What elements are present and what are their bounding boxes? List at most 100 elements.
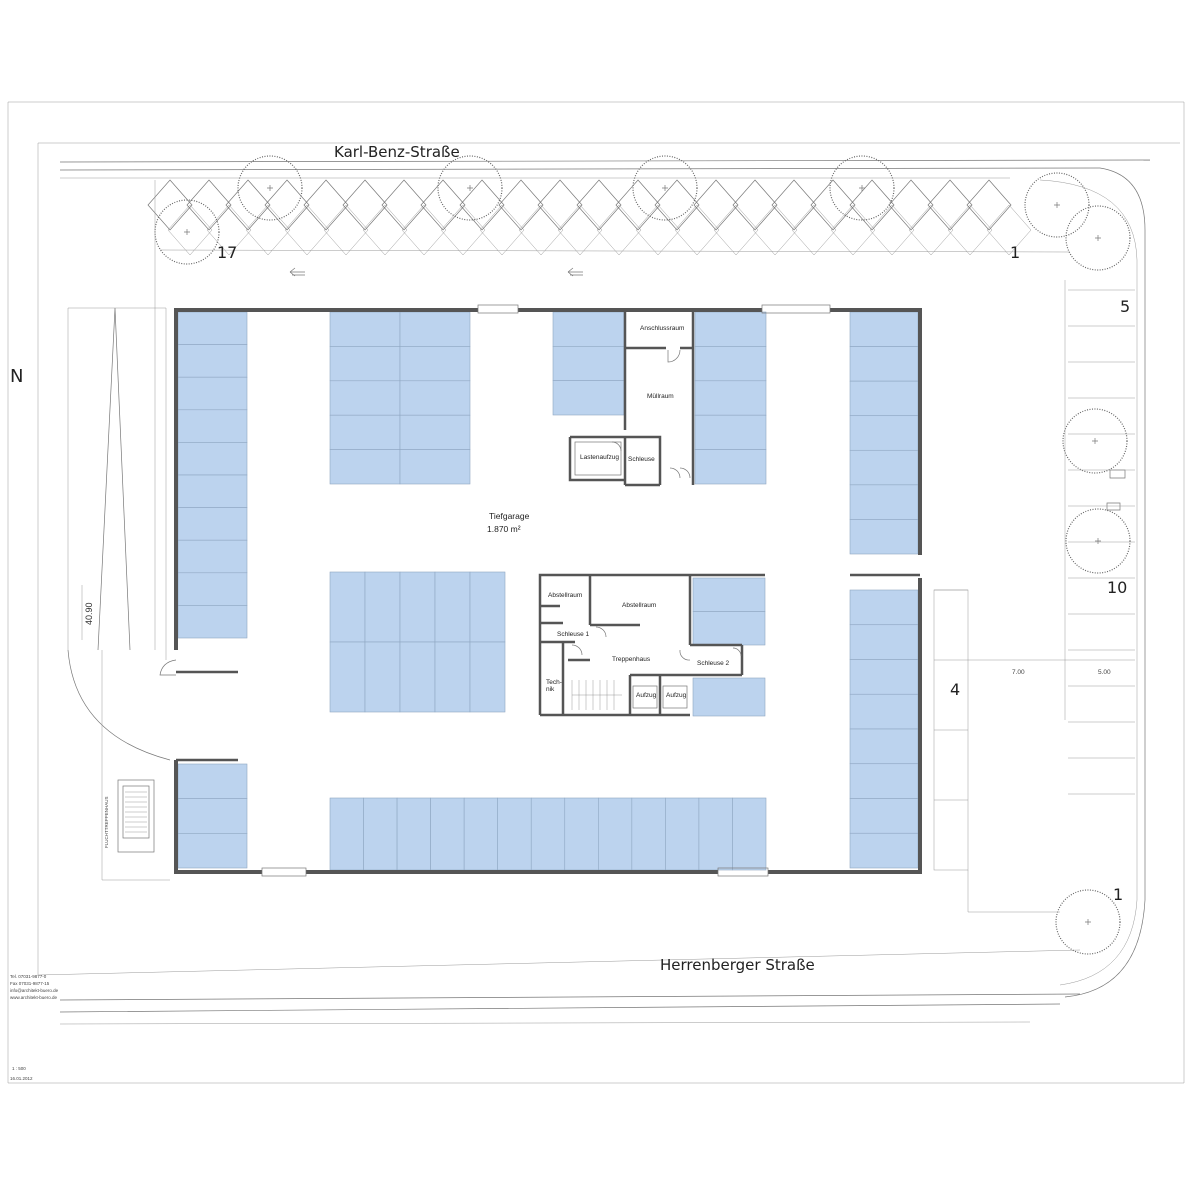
garage-wall-nw [174, 308, 478, 650]
tree-center-mark [1092, 438, 1098, 444]
dimension-label: 40.90 [84, 602, 94, 625]
parking-stall [849, 624, 919, 660]
parking-number: 5 [1120, 297, 1130, 316]
parking-stall [849, 449, 919, 486]
parking-stall [399, 380, 471, 416]
diagonal-stall [225, 179, 271, 231]
east-curve-inner [1039, 179, 1138, 986]
trees [154, 155, 1131, 955]
footer-line: 16.01.2012 [10, 1076, 33, 1081]
parking-stall [849, 311, 919, 347]
street-name-north: Karl-Benz-Straße [334, 143, 460, 161]
parking-stall [849, 798, 919, 834]
diagonal-stall [947, 204, 993, 256]
south-street-line-3 [59, 1021, 1031, 1025]
parking-stall [399, 414, 471, 450]
parking-number: 4 [950, 680, 960, 699]
parking-stall [849, 832, 919, 869]
tree-center-mark [1054, 202, 1060, 208]
treppenhaus-steps [571, 680, 622, 710]
room-label: nik [546, 686, 555, 693]
diagonal-stall [479, 204, 525, 256]
room-label: Müllraum [647, 393, 674, 400]
tree-icon [1062, 408, 1128, 474]
tree-icon [1024, 172, 1090, 238]
parking-stall [849, 346, 919, 382]
tree-icon [1065, 205, 1131, 271]
tree-center-mark [184, 229, 190, 235]
door-swing [611, 441, 622, 452]
south-street-line-2 [59, 1003, 1061, 1013]
diagonal-stall [810, 179, 856, 231]
lane-arrow-icon [1109, 469, 1126, 479]
opening-south-2 [717, 867, 769, 877]
room-label: Aufzug [666, 692, 687, 699]
diagonal-stall [420, 179, 466, 231]
diagonal-stall [167, 204, 213, 256]
dimension-label: 7.00 [1012, 669, 1025, 676]
footer-line: info@architekt-buero.de [10, 988, 59, 993]
door-swing [571, 644, 583, 656]
diagonal-stall [713, 204, 759, 256]
tree-center-mark [1095, 538, 1101, 544]
parking-stall [177, 539, 248, 574]
diagonal-stall [303, 179, 349, 231]
room-label: Abstellraum [622, 602, 656, 609]
tree-center-mark [1085, 919, 1091, 925]
parking-stall [329, 346, 401, 382]
parking-stall [399, 571, 436, 643]
parking-stall [849, 519, 919, 555]
parking-stall [434, 571, 471, 643]
room-label: Tech- [546, 679, 562, 686]
diagonal-stall [576, 179, 622, 231]
parking-stall [399, 449, 471, 485]
core1-lastenaufzug [568, 437, 625, 482]
parking-stall [177, 572, 248, 606]
opening-south-1 [261, 867, 307, 877]
door-swing [159, 659, 177, 676]
parking-stall [692, 611, 766, 646]
property-bottom [37, 949, 1081, 976]
parking-stall [665, 797, 700, 871]
garage-wall-sw [174, 760, 262, 874]
parking-stall [177, 344, 248, 378]
parking-stall [849, 763, 919, 799]
parking-stall [329, 797, 364, 871]
footer-line: Tel. 07031-9877-0 [10, 974, 47, 979]
diagonal-stall [849, 179, 895, 231]
diagonal-stall [459, 179, 505, 231]
parking-stall [364, 571, 401, 643]
dimension-label: 5.00 [1098, 669, 1111, 676]
diagonal-stall [323, 204, 369, 256]
parking-stall [177, 474, 248, 508]
parking-stall [564, 797, 599, 871]
core1-wall-schleuse [570, 435, 662, 485]
lane-arrow-icon [1106, 502, 1121, 511]
diagonal-stall [342, 179, 388, 231]
opening-north-1 [477, 304, 519, 314]
garage-wall-ne [830, 308, 922, 555]
aufzug-cab-1 [632, 685, 658, 709]
parking-number: 1 [1010, 243, 1020, 262]
diagonal-stall [771, 179, 817, 231]
right-outdoor-parking [1068, 289, 1135, 795]
room-label: Lastenaufzug [580, 454, 619, 461]
parking-stall [177, 833, 248, 869]
diagonal-stall [264, 179, 310, 231]
diagonal-stall [791, 204, 837, 256]
diagonal-stall [908, 204, 954, 256]
door-swing [679, 649, 691, 661]
parking-stall [329, 571, 366, 643]
parking-stall [399, 311, 471, 347]
diagonal-stall [732, 179, 778, 231]
main-area-size: 1.870 m² [487, 524, 521, 534]
parking-stall [694, 346, 767, 382]
parking-stall [692, 677, 766, 717]
east-curve [1064, 167, 1146, 998]
parking-stall [598, 797, 633, 871]
door-swing [669, 467, 691, 479]
escape-stair-box [117, 779, 155, 853]
parking-stall [177, 798, 248, 834]
opening-north-2 [761, 304, 831, 314]
parking-stall [849, 415, 919, 451]
